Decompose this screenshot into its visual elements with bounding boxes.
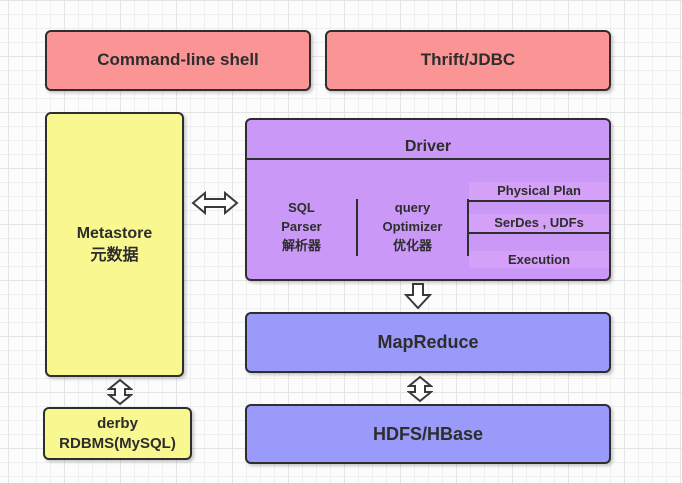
hdfs-hbase-box: HDFS/HBase (245, 404, 611, 464)
mapreduce-box: MapReduce (245, 312, 611, 373)
physical-plan-box: Physical Plan (469, 182, 609, 202)
query-optimizer-line2: Optimizer (382, 219, 443, 235)
double-arrow-mapreduce-hdfs-icon (407, 375, 433, 403)
derby-rdbms-box: derby RDBMS(MySQL) (43, 407, 192, 460)
metastore-label-zh: 元数据 (90, 246, 139, 264)
query-optimizer-line3: 优化器 (392, 237, 432, 253)
double-arrow-metastore-derby-icon (107, 378, 133, 406)
derby-label-line1: derby (97, 415, 138, 432)
derby-label-line2: RDBMS(MySQL) (59, 434, 176, 452)
sql-parser-line2: Parser (281, 219, 322, 235)
query-optimizer-line1: query (394, 200, 431, 216)
down-arrow-driver-mapreduce-icon (404, 282, 432, 310)
driver-title: Driver (247, 136, 609, 160)
mapreduce-label: MapReduce (377, 332, 479, 353)
sql-parser-line1: SQL (288, 200, 315, 216)
query-optimizer-box: query Optimizer 优化器 (358, 199, 469, 256)
sql-parser-line3: 解析器 (281, 237, 321, 253)
metastore-box: Metastore 元数据 (45, 112, 184, 377)
thrift-jdbc-label: Thrift/JDBC (420, 50, 516, 70)
command-line-shell-label: Command-line shell (97, 50, 259, 70)
command-line-shell-box: Command-line shell (45, 30, 311, 91)
execution-box: Execution (469, 250, 609, 269)
double-arrow-metastore-driver-icon (191, 189, 239, 217)
thrift-jdbc-box: Thrift/JDBC (325, 30, 611, 91)
hdfs-hbase-label: HDFS/HBase (372, 423, 484, 444)
serdes-udfs-box: SerDes , UDFs (469, 214, 609, 234)
metastore-label-en: Metastore (76, 224, 153, 242)
driver-box: Driver SQL Parser 解析器 query Optimizer 优化… (245, 118, 611, 281)
sql-parser-box: SQL Parser 解析器 (247, 199, 358, 256)
